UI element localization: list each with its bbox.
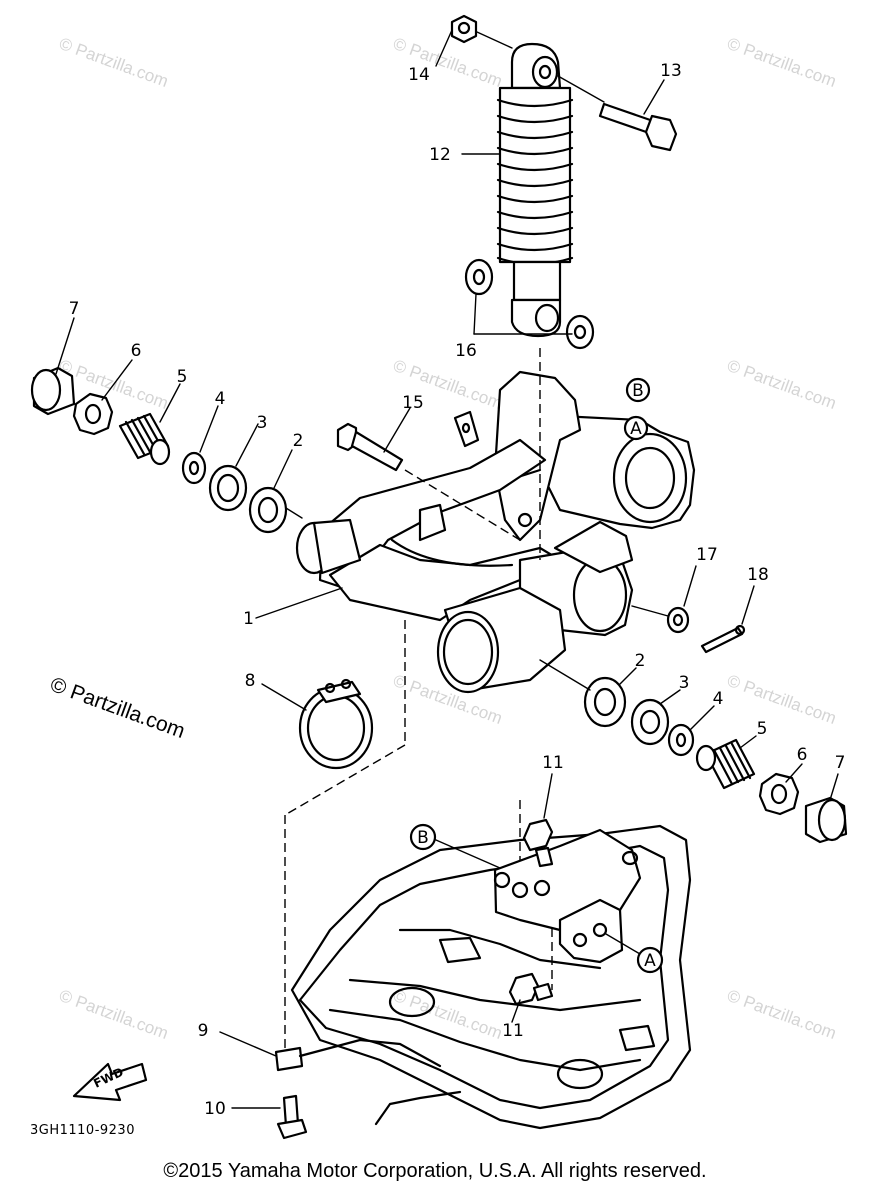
drawing-code: 3GH1110-9230 — [30, 1123, 135, 1138]
svg-text:B: B — [632, 381, 644, 401]
reference-mark-b-upper: B — [625, 377, 651, 403]
svg-text:A: A — [630, 419, 642, 439]
callout-4-right: 4 — [713, 689, 724, 709]
callout-4-left: 4 — [215, 389, 226, 409]
callout-11-lower: 11 — [502, 1021, 524, 1041]
left-bushing-2[interactable] — [248, 486, 288, 534]
reference-mark-b-lower: B — [409, 823, 437, 851]
right-collar-5[interactable] — [695, 738, 756, 790]
callout-14: 14 — [408, 65, 430, 85]
callout-numbers: 1 2 2 3 3 4 4 5 5 6 6 7 7 8 9 10 11 11 1… — [69, 61, 846, 1119]
watermark: © Partzilla.com — [725, 34, 839, 91]
cotter-pin-18[interactable] — [700, 624, 746, 654]
watermark: © Partzilla.com — [391, 986, 505, 1043]
callout-7-left: 7 — [69, 299, 80, 319]
swingarm-guard[interactable] — [274, 824, 692, 1130]
left-seal-3[interactable] — [208, 464, 248, 512]
right-washer-4[interactable] — [667, 723, 695, 757]
callout-5-left: 5 — [177, 367, 188, 387]
rear-shock-absorber[interactable] — [496, 42, 574, 338]
hose-clamp-8[interactable] — [298, 678, 374, 770]
swingarm[interactable] — [295, 370, 696, 694]
swingarm-pivot-bolt[interactable] — [336, 422, 404, 472]
callout-6-left: 6 — [131, 341, 142, 361]
watermark: © Partzilla.com — [725, 356, 839, 413]
watermark: © Partzilla.com — [725, 986, 839, 1043]
callout-12: 12 — [429, 145, 451, 165]
callout-3-left: 3 — [257, 413, 268, 433]
svg-text:A: A — [644, 951, 656, 971]
left-collar-5[interactable] — [118, 412, 171, 466]
callout-17: 17 — [696, 545, 718, 565]
shock-washer-lower[interactable] — [565, 314, 595, 350]
guard-bolt-11-lower[interactable] — [508, 972, 554, 1006]
callout-2-left: 2 — [293, 431, 304, 451]
svg-text:B: B — [417, 828, 429, 848]
reference-mark-a-upper: A — [623, 415, 649, 441]
callout-15: 15 — [402, 393, 424, 413]
callout-11-upper: 11 — [542, 753, 564, 773]
callout-13: 13 — [660, 61, 682, 81]
right-cap-7[interactable] — [804, 796, 848, 844]
watermark-group: © Partzilla.com © Partzilla.com © Partzi… — [57, 34, 839, 1043]
callout-8: 8 — [245, 671, 256, 691]
left-cap-7[interactable] — [30, 366, 76, 416]
left-washer-4[interactable] — [181, 451, 207, 485]
right-nut-6[interactable] — [758, 772, 800, 816]
right-seal-3[interactable] — [630, 698, 670, 746]
copyright-notice: ©2015 Yamaha Motor Corporation, U.S.A. A… — [163, 1160, 707, 1182]
reference-mark-a-lower: A — [636, 946, 664, 974]
callout-3-right: 3 — [679, 673, 690, 693]
leader-lines — [55, 29, 839, 1109]
callout-18: 18 — [747, 565, 769, 585]
watermark: © Partzilla.com — [725, 671, 839, 728]
shock-upper-nut[interactable] — [450, 14, 478, 44]
guard-bolt-10[interactable] — [276, 1094, 308, 1140]
shock-washer-upper[interactable] — [464, 258, 494, 296]
right-bushing-2[interactable] — [583, 676, 627, 728]
watermark: © Partzilla.com — [57, 34, 171, 91]
callout-1: 1 — [243, 609, 254, 629]
spring-coils — [496, 98, 574, 266]
callout-10: 10 — [204, 1099, 226, 1119]
callout-6-right: 6 — [797, 745, 808, 765]
shock-mounting-bolt[interactable] — [598, 102, 678, 152]
callout-7-right: 7 — [835, 753, 846, 773]
callout-16: 16 — [455, 341, 477, 361]
callout-9: 9 — [198, 1021, 209, 1041]
left-nut-6[interactable] — [72, 392, 114, 436]
watermark: © Partzilla.com — [57, 986, 171, 1043]
guard-bolt-11-upper[interactable] — [522, 818, 554, 868]
callout-2-right: 2 — [635, 651, 646, 671]
callout-5-right: 5 — [757, 719, 768, 739]
forward-direction-arrow: FWD — [72, 1062, 148, 1102]
washer-17[interactable] — [666, 606, 690, 634]
